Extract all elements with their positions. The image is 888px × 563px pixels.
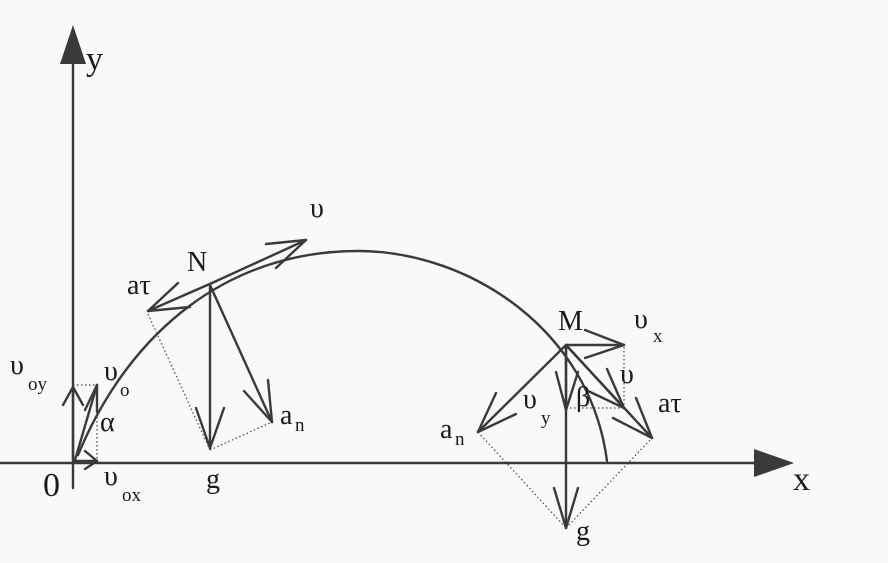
v-ox-label: υ bbox=[104, 461, 118, 492]
point-n-vectors bbox=[146, 238, 308, 451]
g-m-label: g bbox=[576, 516, 590, 547]
beta-label: β bbox=[576, 382, 590, 413]
v-y-subscript: y bbox=[541, 408, 551, 429]
a-tau-m-label: aτ bbox=[658, 388, 682, 419]
v-y-label: υ bbox=[523, 384, 537, 415]
v-zero-subscript: o bbox=[120, 380, 130, 401]
v-oy-subscript: oy bbox=[28, 374, 48, 395]
a-tau-n-label: aτ bbox=[127, 270, 151, 301]
initial-velocity-group bbox=[61, 383, 99, 471]
v-m-label: υ bbox=[620, 359, 634, 390]
a-n-n-label: a bbox=[280, 400, 293, 431]
velocity-n-label: υ bbox=[310, 193, 324, 224]
x-axis-label: x bbox=[793, 461, 810, 498]
v-ox-subscript: ox bbox=[122, 485, 142, 506]
v-x-subscript: x bbox=[653, 326, 663, 347]
point-m-vectors bbox=[476, 328, 654, 530]
point-m-label: M bbox=[558, 306, 583, 337]
x-axis-arrowhead bbox=[754, 449, 794, 477]
v-oy-label: υ bbox=[10, 350, 24, 381]
x-axis bbox=[0, 449, 794, 477]
origin-label: 0 bbox=[43, 467, 60, 504]
a-n-m-subscript: n bbox=[455, 429, 465, 450]
alpha-label: α bbox=[100, 407, 115, 438]
trajectory-curve bbox=[76, 249, 609, 463]
v-zero-label: υ bbox=[104, 356, 118, 387]
v-x-label: υ bbox=[634, 304, 648, 335]
a-n-m-label: a bbox=[440, 414, 453, 445]
g-n-label: g bbox=[206, 464, 220, 495]
y-axis-arrowhead bbox=[60, 25, 86, 64]
point-n-label: N bbox=[187, 247, 207, 278]
a-n-n-subscript: n bbox=[295, 415, 305, 436]
y-axis-label: y bbox=[86, 41, 103, 78]
